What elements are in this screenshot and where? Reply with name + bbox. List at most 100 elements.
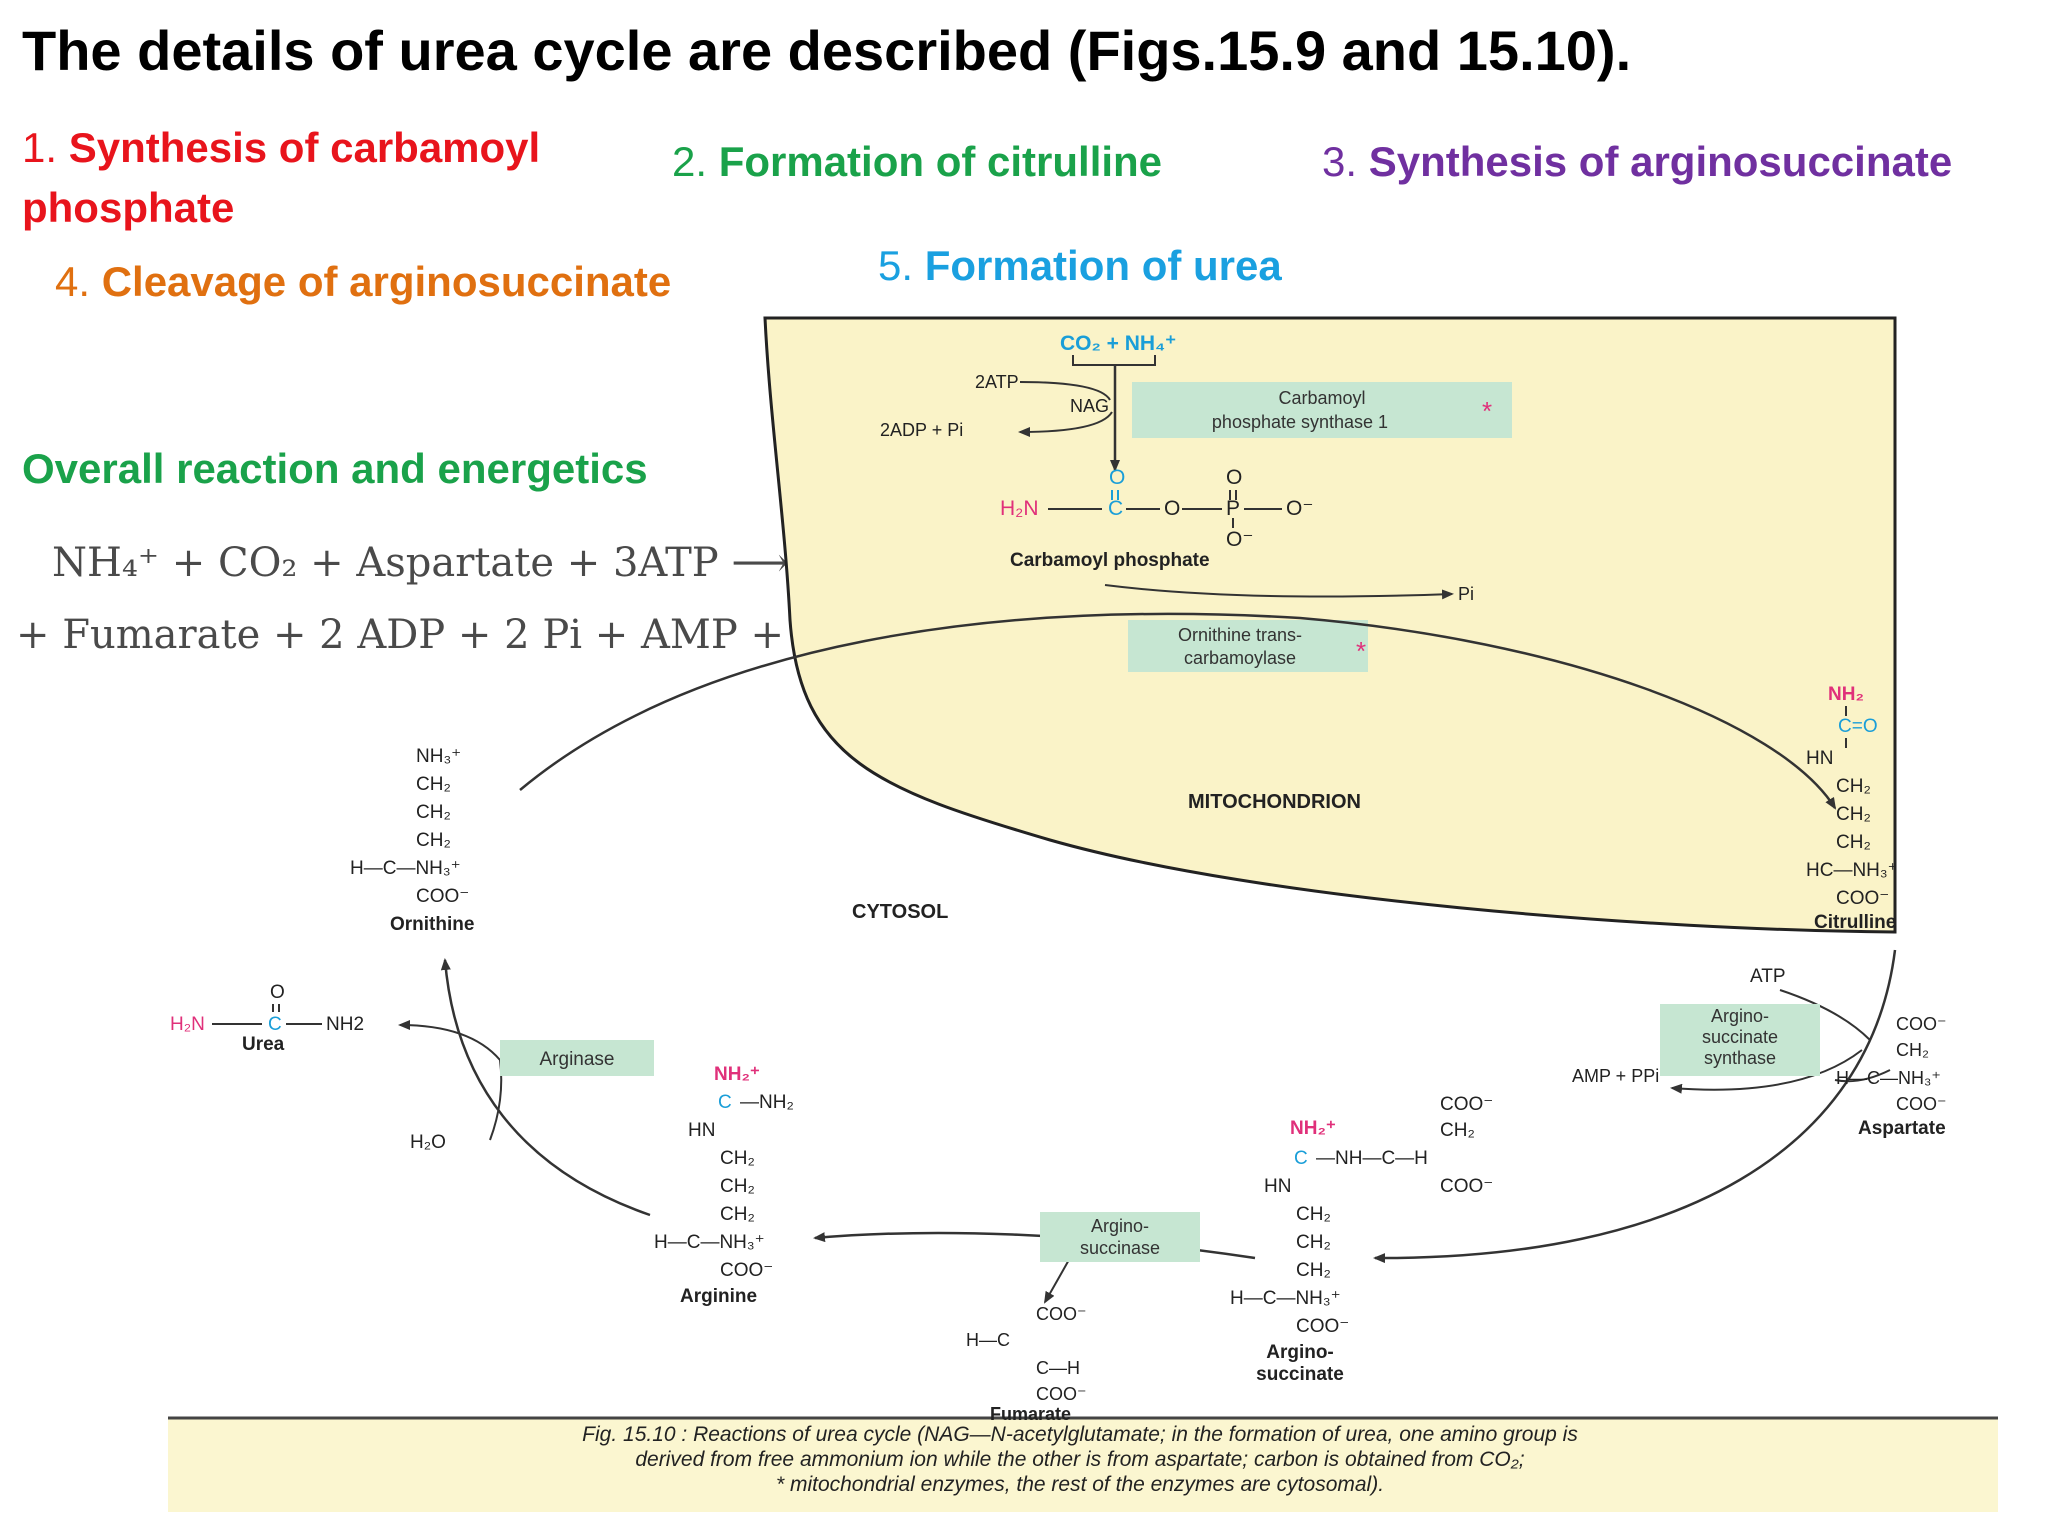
aspartate-structure: COO⁻ CH₂ H—C—NH₃⁺ COO⁻ (1836, 1014, 1947, 1114)
cytosol-label: CYTOSOL (852, 901, 948, 923)
svg-text:CH₂: CH₂ (1440, 1120, 1475, 1141)
otc-asterisk: * (1356, 636, 1366, 666)
step-4-number: 4. (55, 258, 102, 305)
pi-label: Pi (1458, 584, 1474, 604)
arrow-aspartate-in (1834, 1069, 1891, 1083)
svg-text:O⁻: O⁻ (1286, 497, 1313, 520)
urea-structure: O H₂N C NH2 (170, 982, 364, 1035)
asl-label-1: Argino- (1091, 1216, 1149, 1236)
svg-text:COO⁻: COO⁻ (720, 1260, 773, 1281)
svg-text:COO⁻: COO⁻ (1440, 1094, 1493, 1115)
citrulline-structure: NH₂ C=O HN CH₂ CH₂ CH₂ HC—NH₃⁺ COO⁻ (1806, 684, 1898, 909)
figure-caption: Fig. 15.10 : Reactions of urea cycle (NA… (170, 1422, 1990, 1497)
otc-label-2: carbamoylase (1184, 648, 1296, 668)
svg-text:COO⁻: COO⁻ (1896, 1014, 1947, 1034)
svg-text:CH₂: CH₂ (720, 1148, 755, 1169)
svg-text:HC—NH₃⁺: HC—NH₃⁺ (1806, 860, 1898, 881)
citrulline-label: Citrulline (1814, 912, 1896, 933)
svg-text:CH₂: CH₂ (720, 1204, 755, 1225)
ass-enzyme-box (1660, 1004, 1820, 1076)
svg-text:C: C (1108, 497, 1123, 520)
svg-text:CH₂: CH₂ (1896, 1040, 1929, 1060)
adp-label: 2ADP + Pi (880, 420, 963, 440)
caption-line-2: derived from free ammonium ion while the… (635, 1448, 1525, 1471)
svg-text:C: C (268, 1014, 282, 1035)
svg-text:CH₂: CH₂ (416, 802, 451, 823)
step-2-label: Formation of citrulline (718, 138, 1163, 185)
arrow-arginine-to-ornithine (440, 958, 651, 1217)
step-1-label-line2: phosphate (22, 184, 235, 231)
step-2: 2. Formation of citrulline (672, 138, 1162, 186)
svg-text:P: P (1226, 497, 1240, 520)
svg-text:NH2: NH2 (326, 1014, 364, 1035)
fumarate-structure: COO⁻ H—C C—H COO⁻ (966, 1304, 1087, 1404)
svg-text:O: O (1164, 497, 1180, 520)
svg-text:NH₂⁺: NH₂⁺ (714, 1064, 760, 1085)
argininosuccinate-label-1: Argino- (1266, 1342, 1334, 1363)
aspartate-label: Aspartate (1858, 1118, 1946, 1139)
svg-text:COO⁻: COO⁻ (1036, 1384, 1087, 1404)
urea-label: Urea (242, 1034, 285, 1055)
asl-label-2: succinase (1080, 1238, 1160, 1258)
cps-label-1: Carbamoyl (1278, 388, 1365, 408)
atp-curve (1019, 381, 1111, 401)
equation-line-1: NH₄⁺ + CO₂ + Aspartate + 3ATP ⟶ Urea (52, 540, 902, 586)
arrow-ornithine-to-citrulline (519, 612, 1837, 810)
svg-text:C=O: C=O (1838, 716, 1878, 737)
argininosuccinate-structure: COO⁻ CH₂ NH₂⁺ C —NH—C—H COO⁻ HN CH₂ CH₂ … (1230, 1094, 1493, 1337)
cps-label-2: phosphate synthase 1 (1212, 412, 1388, 432)
svg-text:COO⁻: COO⁻ (1836, 888, 1889, 909)
cps-asterisk: * (1482, 396, 1492, 426)
caption-band (168, 1418, 1998, 1512)
svg-text:CH₂: CH₂ (1836, 804, 1871, 825)
arginine-label: Arginine (680, 1286, 757, 1307)
svg-text:C: C (1294, 1148, 1308, 1169)
reactants-label: CO₂ + NH₄⁺ (1060, 332, 1176, 355)
otc-label-1: Ornithine trans- (1178, 625, 1302, 645)
step-3-label: Synthesis of arginosuccinate (1368, 138, 1953, 185)
cps-enzyme-box (1132, 382, 1512, 438)
arginase-label: Arginase (540, 1049, 615, 1070)
atp-2-label: ATP (1750, 966, 1786, 987)
step-5-number: 5. (878, 242, 925, 289)
svg-text:CH₂: CH₂ (720, 1176, 755, 1197)
adp-curve (1018, 411, 1113, 437)
arrow-citrulline-to-argininosuccinate (1373, 949, 1897, 1264)
svg-text:H—C—NH₃⁺: H—C—NH₃⁺ (654, 1232, 765, 1253)
step-1: 1. Synthesis of carbamoyl phosphate (22, 118, 540, 238)
svg-text:H—C—NH₃⁺: H—C—NH₃⁺ (350, 858, 461, 879)
svg-text:O: O (270, 982, 285, 1003)
svg-text:NH₂⁺: NH₂⁺ (1290, 1118, 1336, 1139)
ass-label-2: succinate (1702, 1027, 1778, 1047)
caption-line-3: * mitochondrial enzymes, the rest of the… (775, 1473, 1385, 1496)
nag-label: NAG (1070, 396, 1109, 416)
svg-text:—NH—C—H: —NH—C—H (1316, 1148, 1428, 1169)
step-4: 4. Cleavage of arginosuccinate (55, 258, 671, 306)
svg-text:COO⁻: COO⁻ (1296, 1316, 1349, 1337)
svg-text:HN: HN (1806, 748, 1833, 769)
step-3-number: 3. (1322, 138, 1369, 185)
svg-text:H—C: H—C (966, 1330, 1010, 1350)
svg-text:O: O (1226, 466, 1242, 489)
svg-text:NH₃⁺: NH₃⁺ (416, 746, 461, 767)
svg-text:CH₂: CH₂ (1836, 776, 1871, 797)
amp-label: AMP + PPi (1572, 1066, 1659, 1086)
svg-text:HN: HN (688, 1120, 715, 1141)
svg-text:NH₂: NH₂ (1828, 684, 1864, 705)
svg-text:H—C—NH₃⁺: H—C—NH₃⁺ (1836, 1068, 1941, 1088)
otc-enzyme-box (1128, 620, 1368, 672)
water-label: H₂O (410, 1132, 446, 1153)
svg-text:H—C—NH₃⁺: H—C—NH₃⁺ (1230, 1288, 1341, 1309)
equation-line-2: + Fumarate + 2 ADP + 2 Pi + AMP + PPi (16, 612, 864, 658)
arginase-enzyme-box (500, 1040, 654, 1076)
svg-text:H₂N: H₂N (1000, 497, 1038, 520)
ass-label-3: synthase (1704, 1048, 1776, 1068)
arrow-atp-in (1779, 989, 1871, 1041)
step-1-number: 1. (22, 124, 69, 171)
step-5-label: Formation of urea (924, 242, 1282, 289)
step-5: 5. Formation of urea (878, 242, 1282, 290)
pi-arrow (1104, 584, 1454, 600)
slide-title: The details of urea cycle are described … (22, 19, 1632, 82)
ass-label-1: Argino- (1711, 1006, 1769, 1026)
fumarate-label: Fumarate (990, 1404, 1071, 1424)
